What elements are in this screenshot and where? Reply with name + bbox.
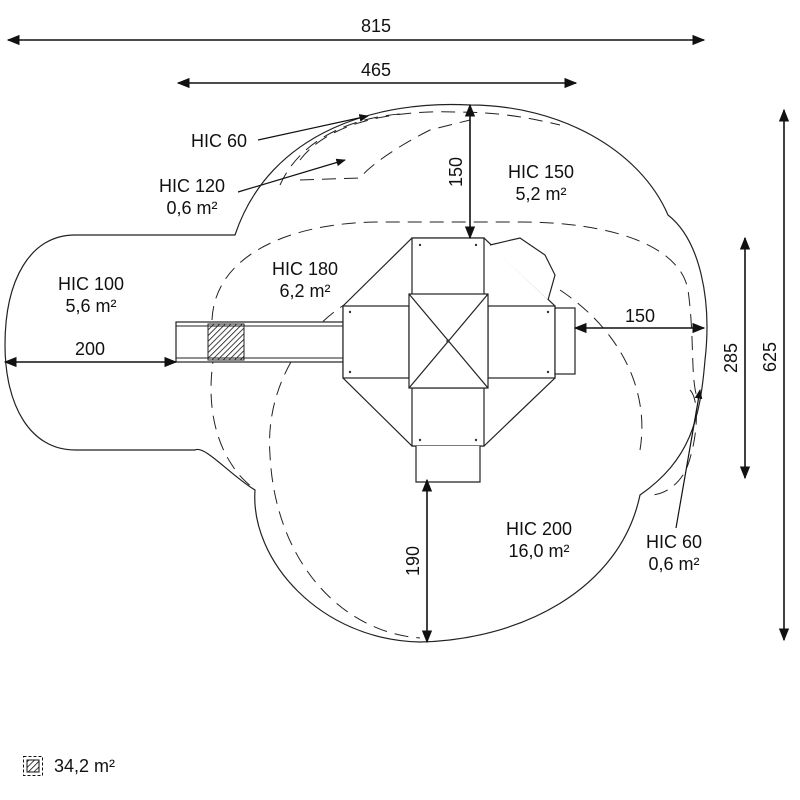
dim-width-total: 815	[361, 16, 391, 36]
legend: 34,2 m²	[22, 752, 115, 780]
hic120-zone	[279, 113, 471, 186]
hic60-right-zone	[649, 389, 697, 496]
play-tower	[342, 237, 576, 483]
dim-bottom-offset: 190	[403, 546, 423, 576]
dim-width-inner: 465	[361, 60, 391, 80]
hic60-top-zone	[299, 111, 561, 161]
hic200-zone	[269, 289, 643, 639]
hic200-area: 16,0 m²	[508, 541, 569, 561]
dim-top-offset: 150	[446, 157, 466, 187]
hic60-right-area: 0,6 m²	[648, 554, 699, 574]
dim-height-total: 625	[760, 342, 780, 372]
hic100-label: HIC 100	[58, 274, 124, 294]
dim-height-side: 285	[721, 343, 741, 373]
hic60-top-label: HIC 60	[191, 131, 247, 151]
hic180-label: HIC 180	[272, 259, 338, 279]
legend-total-area: 34,2 m²	[54, 755, 116, 776]
hic120-pointer	[237, 158, 346, 193]
hic120-label: HIC 120	[159, 176, 225, 196]
dim-left-offset: 200	[75, 339, 105, 359]
hic180-zone	[211, 221, 699, 401]
inner-dashed-arc	[210, 349, 256, 491]
hic150-label: HIC 150	[508, 162, 574, 182]
slide	[175, 321, 349, 363]
hic180-area: 6,2 m²	[279, 281, 330, 301]
hic60-top-pointer	[257, 114, 369, 141]
hic100-area: 5,6 m²	[65, 296, 116, 316]
hic200-label: HIC 200	[506, 519, 572, 539]
dim-right-offset: 150	[625, 306, 655, 326]
hic150-area: 5,2 m²	[515, 184, 566, 204]
safety-zone-outline	[4, 103, 708, 643]
hic120-area: 0,6 m²	[166, 198, 217, 218]
hic60-right-pointer	[675, 389, 703, 529]
hic60-right-label: HIC 60	[646, 532, 702, 552]
hatched-square-icon	[23, 756, 43, 776]
